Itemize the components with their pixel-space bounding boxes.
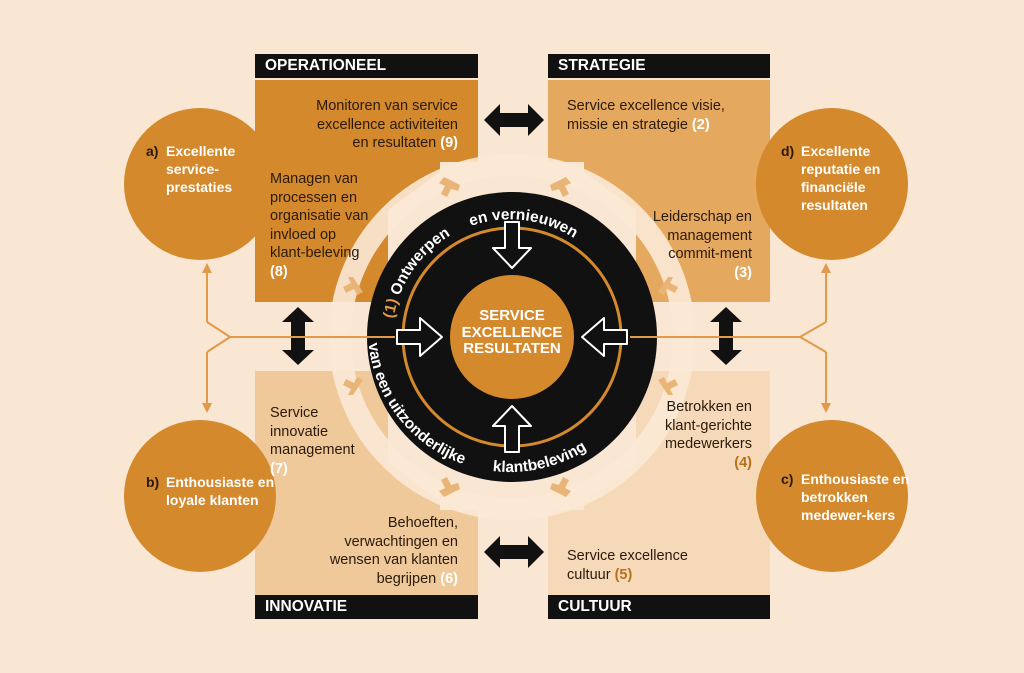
behoeften-text: Behoeften, verwachtingen en wensen van k… [329,515,458,587]
leiderschap-text: Leiderschap en management commit-ment [652,209,752,262]
box-operationeel [255,80,478,302]
outcome-d: d) Excellente reputatie en financiële re… [781,142,911,214]
header-innovatie: INNOVATIE [255,595,478,619]
center-label: SERVICE EXCELLENCE RESULTATEN [452,307,572,358]
visie-number: (2) [691,116,710,133]
outcome-b-label: b) [146,474,160,490]
center-line-3: RESULTATEN [463,340,561,357]
box-cultuur [548,371,770,595]
double-arrow-bottom [484,536,544,568]
outcome-d-text: Excellente reputatie en financiële resul… [801,143,881,213]
box-strategie [548,80,770,302]
box-text-behoeften: Behoeften, verwachtingen en wensen van k… [312,514,458,588]
monitoren-number: (9) [440,135,458,151]
betrokken-number: (4) [734,454,752,471]
outcome-circle-a [124,108,276,260]
center-line-1: SERVICE [479,307,545,324]
managen-number: (8) [270,263,288,280]
cultuur-number: (5) [614,566,633,583]
box-text-visie: Service excellence visie, missie en stra… [567,97,742,134]
inward-arrows [396,221,628,453]
halo-arrows [343,177,678,497]
box-text-leiderschap: Leiderschap en management commit-ment (3… [648,208,752,282]
behoeften-number: (6) [440,570,458,587]
box-text-innovatie: Service innovatie management (7) [270,404,370,478]
innovatie-number: (7) [270,460,288,477]
outcome-c-label: c) [781,471,794,487]
box-text-monitoren: Monitoren van service excellence activit… [300,97,458,153]
center-circle [450,275,574,399]
cultuur-text: Service excellence cultuur [567,548,688,583]
connector-lines [202,263,831,413]
outcome-circle-b [124,420,276,572]
outcome-a-label: a) [146,143,159,159]
outcome-d-label: d) [781,143,795,159]
innovatie-text: Service innovatie management [270,405,355,458]
box-text-managen: Managen van processen en organisatie van… [270,170,370,281]
box-text-betrokken: Betrokken en klant-gerichte medewerkers … [652,398,752,472]
box-innovatie [255,371,478,595]
outcome-c: c) Enthousiaste en betrokken medewer-ker… [781,470,911,524]
monitoren-text: Monitoren van service excellence activit… [316,98,458,151]
betrokken-text: Betrokken en klant-gerichte medewerkers [664,399,752,452]
outcome-b: b) Enthousiaste en loyale klanten [146,473,276,509]
outcome-circle-c [756,420,908,572]
outcome-b-text: Enthousiaste en loyale klanten [166,474,275,508]
visie-text: Service excellence visie, missie en stra… [567,98,725,133]
outcome-c-text: Enthousiaste en betrokken medewer-kers [801,471,910,523]
managen-text: Managen van processen en organisatie van… [270,171,369,261]
leiderschap-number: (3) [734,264,752,281]
outcome-a: a) Excellente service-prestaties [146,142,276,196]
header-cultuur: CULTUUR [548,595,770,619]
box-text-cultuur: Service excellence cultuur (5) [567,547,727,584]
header-operationeel: OPERATIONEEL [255,54,478,78]
outcome-circle-d [756,108,908,260]
center-line-2: EXCELLENCE [461,323,563,341]
header-strategie: STRATEGIE [548,54,770,78]
outcome-a-text: Excellente service-prestaties [166,143,236,195]
double-arrow-top [484,104,544,136]
